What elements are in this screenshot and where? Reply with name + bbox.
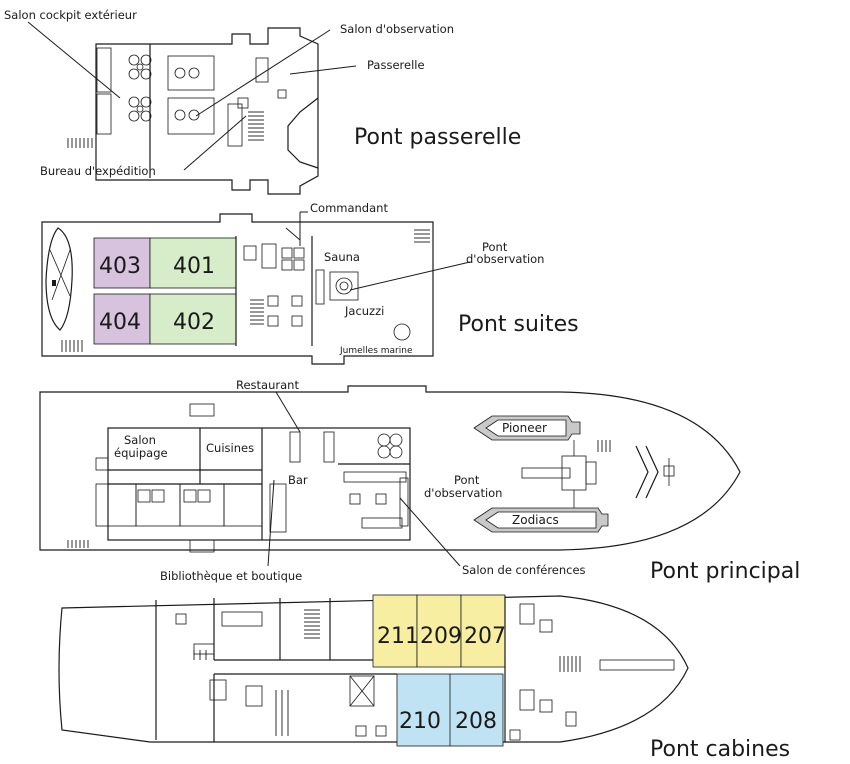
label-outdoor-cockpit: Salon cockpit extérieur (4, 8, 137, 22)
label-jacuzzi: Jacuzzi (344, 304, 384, 318)
bridge-deck: Salon cockpit extérieur Salon d'observat… (4, 8, 521, 195)
label-pioneer: Pioneer (502, 421, 547, 435)
sofa-icon (174, 67, 200, 121)
suites-deck: 403 401 404 402 (41, 201, 579, 365)
stairs-icon (248, 111, 264, 141)
deck-title-bridge: Pont passerelle (354, 125, 521, 150)
restaurant-tables-icon (289, 431, 403, 463)
chairs-icon (349, 675, 521, 741)
cabin-208: 208 (455, 709, 497, 734)
stairs-icon (67, 138, 93, 148)
label-bar: Bar (288, 473, 308, 487)
suite-404: 404 (99, 310, 141, 335)
cabin-210: 210 (399, 709, 441, 734)
main-deck: Restaurant Salon équipage Cuisines Bar P… (39, 378, 800, 584)
deck-title-suites: Pont suites (458, 312, 579, 337)
cabins-deck: 211 209 207 210 208 (58, 594, 790, 762)
label-kitchens: Cuisines (206, 441, 254, 455)
suite-403: 403 (99, 254, 141, 279)
label-main-observation-1: Pont (454, 473, 480, 487)
label-binoculars: Jumelles marine (339, 346, 413, 356)
label-commander: Commandant (310, 201, 388, 215)
label-sauna: Sauna (324, 250, 360, 264)
cabin-209: 209 (420, 624, 462, 649)
stairs-icon (61, 229, 430, 352)
label-library: Bibliothèque et boutique (160, 569, 302, 583)
label-bridge-room: Passerelle (367, 58, 425, 72)
crane-icon (521, 440, 597, 508)
cabin-207: 207 (464, 624, 506, 649)
cabin-211: 211 (377, 624, 419, 649)
zodiac-boat-icon (473, 507, 609, 533)
stairs-icon (67, 440, 611, 548)
pioneer-boat-icon (473, 415, 581, 441)
label-zodiacs: Zodiacs (512, 513, 559, 527)
label-observation-lounge: Salon d'observation (340, 22, 454, 36)
suite-402: 402 (173, 310, 215, 335)
label-expedition-office: Bureau d'expédition (40, 164, 156, 178)
lifeboat-icon (45, 227, 73, 331)
label-conference: Salon de conférences (462, 563, 586, 577)
label-restaurant: Restaurant (236, 378, 299, 392)
label-crew-lounge-2: équipage (114, 446, 168, 460)
stairs-icon (250, 227, 301, 325)
label-crew-lounge-1: Salon (124, 433, 156, 447)
label-observation-deck-2: d'observation (466, 252, 544, 266)
deck-title-cabins: Pont cabines (650, 737, 790, 762)
suite-401: 401 (173, 254, 215, 279)
label-main-observation-2: d'observation (424, 486, 502, 500)
deck-title-main: Pont principal (650, 559, 800, 584)
stairs-icon (193, 609, 581, 736)
label-observation-deck-1: Pont (482, 240, 508, 254)
lounge-chairs-icon (128, 54, 152, 122)
